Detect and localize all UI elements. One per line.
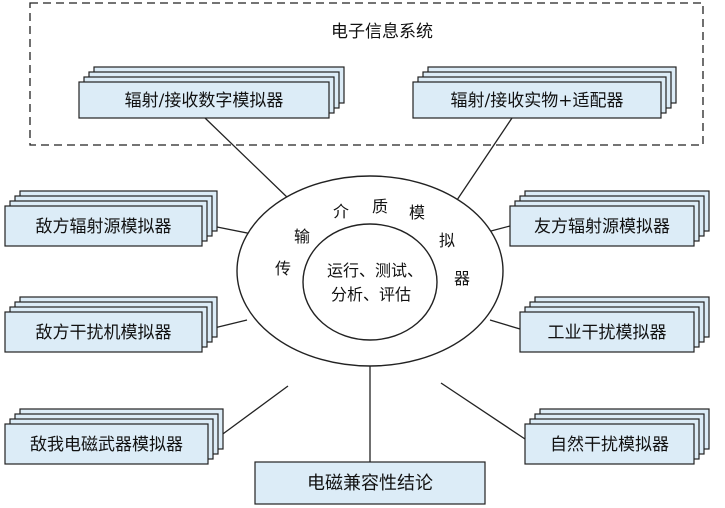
- inner-text-line-2: 分析、评估: [331, 285, 411, 304]
- module-box-front: [412, 81, 662, 119]
- line-natural: [440, 382, 526, 440]
- module-box-front: [4, 205, 203, 247]
- module-label: 自然干扰模拟器: [550, 435, 669, 455]
- module-box-front: [4, 423, 209, 465]
- module-conclusion: 电磁兼容性结论: [254, 461, 486, 505]
- module-box-front: [78, 81, 330, 119]
- module-label: 辐射/接收实物+适配器: [451, 91, 624, 111]
- module-natural-interference: 自然干扰模拟器: [524, 408, 710, 465]
- line-industrial: [489, 319, 521, 330]
- inner-circle: [302, 223, 438, 341]
- ring-char-4: 质: [372, 197, 388, 216]
- ring-char-3: 介: [333, 202, 349, 221]
- module-friendly-radiation: 友方辐射源模拟器: [509, 190, 710, 247]
- ring-label: 传 输 介 质 模 拟 器: [275, 197, 470, 288]
- ring-char-1: 传: [275, 259, 291, 278]
- ring-char-2: 输: [294, 227, 310, 246]
- module-box-front: [509, 205, 695, 247]
- ring-char-7: 器: [454, 269, 470, 288]
- module-em-weapon: 敌我电磁武器模拟器: [4, 408, 224, 465]
- module-label: 友方辐射源模拟器: [534, 217, 670, 237]
- module-label: 敌方干扰机模拟器: [36, 323, 172, 343]
- module-digital-sim: 辐射/接收数字模拟器: [78, 66, 345, 119]
- module-physical-sim: 辐射/接收实物+适配器: [412, 66, 677, 119]
- ring-char-5: 模: [409, 203, 425, 222]
- module-box-front: [254, 461, 486, 505]
- module-label: 工业干扰模拟器: [548, 323, 667, 343]
- module-label: 电磁兼容性结论: [307, 473, 433, 494]
- line-physical-sim: [456, 117, 513, 201]
- line-digital-sim: [204, 117, 291, 201]
- line-em-weapon: [215, 385, 289, 440]
- inner-text-line-1: 运行、测试、: [327, 261, 423, 280]
- module-box-front: [519, 311, 695, 353]
- module-industrial-interference: 工业干扰模拟器: [519, 296, 710, 353]
- module-label: 敌我电磁武器模拟器: [30, 435, 183, 455]
- module-enemy-radiation: 敌方辐射源模拟器: [4, 190, 218, 247]
- module-label: 辐射/接收数字模拟器: [125, 91, 284, 111]
- module-enemy-jammer: 敌方干扰机模拟器: [4, 296, 218, 353]
- group-title: 电子信息系统: [331, 22, 433, 42]
- module-label: 敌方辐射源模拟器: [36, 217, 172, 237]
- module-box-front: [524, 423, 695, 465]
- ring-char-6: 拟: [439, 231, 455, 250]
- module-box-front: [4, 311, 203, 353]
- electronic-system-group: [29, 2, 704, 146]
